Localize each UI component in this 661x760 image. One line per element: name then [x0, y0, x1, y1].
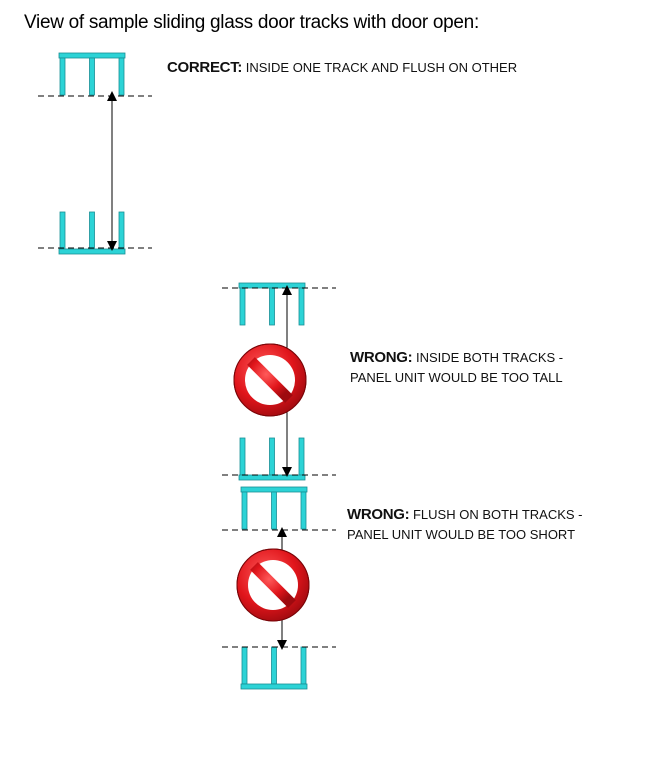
sill-track-wrong2 — [240, 646, 308, 690]
wrong-tall-diagram — [222, 282, 336, 481]
prohibition-sign-icon — [237, 549, 309, 621]
correct-label: CORRECT: — [167, 59, 243, 76]
wrong-short-diagram — [222, 486, 336, 690]
wrong-short-line2: PANEL UNIT WOULD BE TOO SHORT — [347, 527, 576, 542]
wrong-short-label: WRONG: — [347, 506, 410, 523]
wrong-tall-line1: INSIDE BOTH TRACKS - — [415, 350, 564, 365]
head-track-correct — [58, 52, 126, 96]
sill-track-wrong1 — [238, 437, 306, 481]
wrong-short-line1: FLUSH ON BOTH TRACKS - — [412, 507, 583, 522]
head-track-wrong2 — [240, 486, 308, 530]
correct-text: INSIDE ONE TRACK AND FLUSH ON OTHER — [245, 60, 518, 75]
wrong-short-caption: WRONG: FLUSH ON BOTH TRACKS - PANEL UNIT… — [347, 505, 583, 545]
wrong-tall-label: WRONG: — [350, 349, 413, 366]
correct-caption: CORRECT: INSIDE ONE TRACK AND FLUSH ON O… — [167, 58, 517, 78]
head-track-wrong1 — [238, 282, 306, 326]
page-title: View of sample sliding glass door tracks… — [24, 12, 479, 33]
wrong-tall-caption: WRONG: INSIDE BOTH TRACKS - PANEL UNIT W… — [350, 348, 563, 388]
prohibition-sign-icon — [234, 344, 306, 416]
correct-diagram — [38, 52, 152, 255]
wrong-tall-line2: PANEL UNIT WOULD BE TOO TALL — [350, 370, 563, 385]
